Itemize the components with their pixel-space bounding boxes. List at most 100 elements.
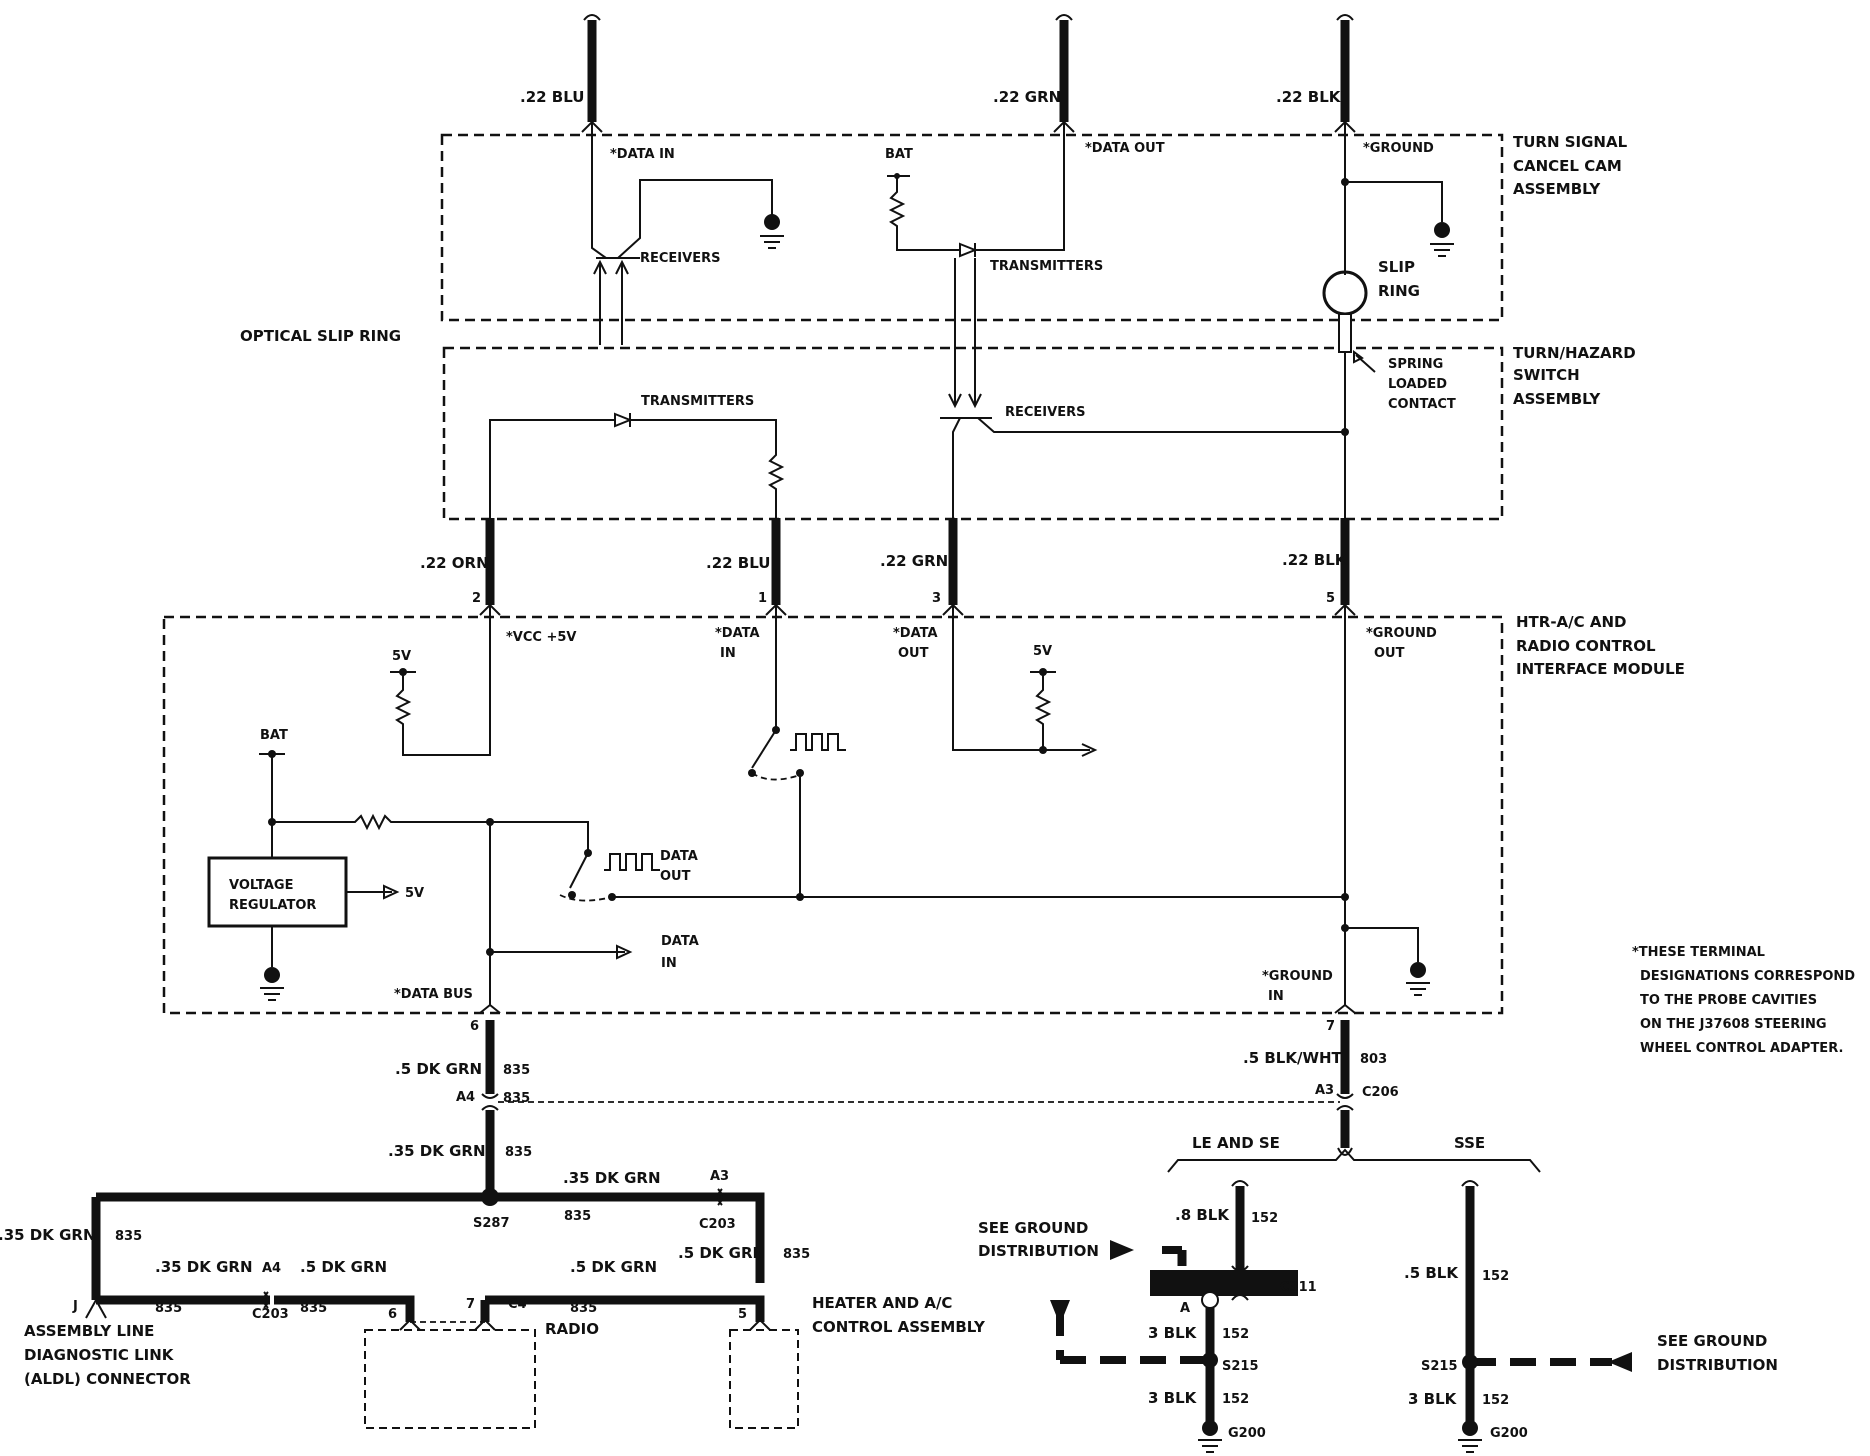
wire-label-mid-blu: .22 BLU (706, 554, 770, 572)
heater-ac-label: HEATER AND A/C CONTROL ASSEMBLY (812, 1294, 986, 1336)
lower-left-harness (85, 1003, 1340, 1429)
splice-s215-left: S215 (1222, 1359, 1259, 1374)
connector-c4: C4 (508, 1297, 527, 1312)
wire-label-35dkgrn-d: .35 DK GRN (155, 1258, 253, 1276)
svg-text:(ALDL) CONNECTOR: (ALDL) CONNECTOR (24, 1370, 191, 1388)
svg-text:DIAGNOSTIC LINK: DIAGNOSTIC LINK (24, 1346, 175, 1364)
data-out-label-2: OUT (660, 869, 691, 884)
wire-label-35dkgrn-c: .35 DK GRN (0, 1226, 96, 1244)
terminal-ground-out: *GROUND (1366, 626, 1437, 641)
pin-5-heater: 5 (738, 1307, 747, 1322)
wire-number-803: 803 (1360, 1052, 1387, 1067)
footnote: *THESE TERMINAL DESIGNATIONS CORRESPOND … (1632, 945, 1855, 1056)
terminal-ground-in-2: IN (1268, 989, 1284, 1004)
terminal-data-in-top: *DATA IN (610, 147, 675, 162)
wire-number-835-i: 835 (570, 1301, 597, 1316)
wire-label-top-blu: .22 BLU (520, 88, 584, 106)
turn-signal-label: TURN SIGNAL CANCEL CAM ASSEMBLY (1513, 133, 1628, 198)
svg-text:RADIO CONTROL: RADIO CONTROL (1516, 637, 1656, 655)
svg-text:TO THE PROBE CAVITIES: TO THE PROBE CAVITIES (1640, 993, 1817, 1008)
data-in-label-2: IN (661, 956, 677, 971)
receivers-label-mid: RECEIVERS (1005, 405, 1085, 420)
wire-number-152-a: 152 (1251, 1211, 1278, 1226)
terminal-data-in-mid: *DATA (715, 626, 760, 641)
svg-text:HEATER AND A/C: HEATER AND A/C (812, 1294, 952, 1312)
v5-label-right: 5V (1033, 644, 1052, 659)
svg-text:TURN SIGNAL: TURN SIGNAL (1513, 133, 1628, 151)
radio-label: RADIO (545, 1320, 599, 1338)
wire-number-835-d: 835 (564, 1209, 591, 1224)
v5-label-left: 5V (392, 649, 411, 664)
svg-text:SEE GROUND: SEE GROUND (1657, 1332, 1767, 1350)
svg-text:TURN/HAZARD: TURN/HAZARD (1513, 344, 1636, 362)
connector-a4: A4 (456, 1090, 475, 1105)
wire-number-835-a: 835 (503, 1063, 530, 1078)
terminal-data-bus: *DATA BUS (394, 987, 473, 1002)
wire-label-top-grn: .22 GRN (993, 88, 1061, 106)
see-ground-left-label: SEE GROUND DISTRIBUTION (978, 1219, 1099, 1260)
connector-c203-bottom: C203 (252, 1307, 289, 1322)
pin-6: 6 (470, 1019, 479, 1034)
svg-text:INTERFACE MODULE: INTERFACE MODULE (1516, 660, 1685, 678)
splice-s287: S287 (473, 1216, 510, 1231)
svg-text:WHEEL CONTROL ADAPTER.: WHEEL CONTROL ADAPTER. (1640, 1041, 1843, 1056)
svg-text:DISTRIBUTION: DISTRIBUTION (978, 1242, 1099, 1260)
terminal-ground-out-2: OUT (1374, 646, 1405, 661)
pin-a: A (1180, 1301, 1190, 1316)
receivers-label-top: RECEIVERS (640, 251, 720, 266)
svg-text:DISTRIBUTION: DISTRIBUTION (1657, 1356, 1778, 1374)
interface-module-box (162, 615, 1504, 1015)
pin-7: 7 (1326, 1019, 1335, 1034)
wire-label-mid-blk: .22 BLK (1282, 551, 1348, 569)
connector-a4-bottom: A4 (262, 1261, 281, 1276)
wire-number-835-e: 835 (115, 1229, 142, 1244)
svg-text:SEE GROUND: SEE GROUND (978, 1219, 1088, 1237)
wire-label-3blk-b: 3 BLK (1148, 1389, 1198, 1407)
turn-hazard-label: TURN/HAZARD SWITCH ASSEMBLY (1513, 344, 1636, 408)
wire-label-5dkgrn-c: .5 DK GRN (300, 1258, 387, 1276)
wire-number-152-e: 152 (1482, 1393, 1509, 1408)
slip-label: SLIP (1378, 258, 1415, 276)
spring-label-1: SPRING (1388, 357, 1443, 372)
wire-label-5blkwht: .5 BLK/WHT (1243, 1049, 1343, 1067)
pin-j: J (72, 1299, 78, 1314)
data-in-label-1: DATA (661, 934, 699, 949)
bat-label-mid: BAT (260, 728, 288, 743)
wire-label-5blk: .5 BLK (1404, 1264, 1459, 1282)
ring-label: RING (1378, 282, 1420, 300)
voltage-regulator-label-1: VOLTAGE (229, 878, 294, 893)
svg-text:SWITCH: SWITCH (1513, 366, 1580, 384)
turn-hazard-switch-box (442, 346, 1504, 521)
pin-1: 1 (758, 591, 767, 606)
turn-signal-cancel-cam-box (440, 133, 1504, 322)
wire-number-152-d: 152 (1482, 1269, 1509, 1284)
wire-label-3blk-a: 3 BLK (1148, 1324, 1198, 1342)
connector-c206: C206 (1362, 1085, 1399, 1100)
connector-a3-c203: A3 (710, 1169, 729, 1184)
wire-number-835-c: 835 (505, 1145, 532, 1160)
wire-label-35dkgrn-b: .35 DK GRN (563, 1169, 661, 1187)
connector-c311: C311 (1280, 1280, 1317, 1295)
lower-right-harness (1050, 1003, 1632, 1453)
terminal-data-out-mid-2: OUT (898, 646, 929, 661)
wire-number-152-c: 152 (1222, 1392, 1249, 1407)
spring-label-2: LOADED (1388, 377, 1447, 392)
terminal-data-out-mid: *DATA (893, 626, 938, 641)
svg-text:DESIGNATIONS CORRESPOND: DESIGNATIONS CORRESPOND (1640, 969, 1855, 984)
terminal-data-out-top: *DATA OUT (1085, 141, 1165, 156)
wire-number-835-h: 835 (300, 1301, 327, 1316)
pin-6-radio: 6 (388, 1307, 397, 1322)
svg-text:*THESE TERMINAL: *THESE TERMINAL (1632, 945, 1765, 960)
wire-label-8blk: .8 BLK (1175, 1206, 1230, 1224)
le-and-se-label: LE AND SE (1192, 1134, 1280, 1152)
wire-number-835-f: 835 (783, 1247, 810, 1262)
htr-module-label: HTR-A/C AND RADIO CONTROL INTERFACE MODU… (1516, 613, 1685, 678)
pin-2: 2 (472, 591, 481, 606)
wire-number-835-b: 835 (503, 1091, 530, 1106)
wire-label-mid-grn: .22 GRN (880, 552, 948, 570)
svg-text:ON THE J37608 STEERING: ON THE J37608 STEERING (1640, 1017, 1827, 1032)
terminal-data-in-mid-2: IN (720, 646, 736, 661)
bat-label-top: BAT (885, 147, 913, 162)
svg-text:CANCEL CAM: CANCEL CAM (1513, 157, 1622, 175)
